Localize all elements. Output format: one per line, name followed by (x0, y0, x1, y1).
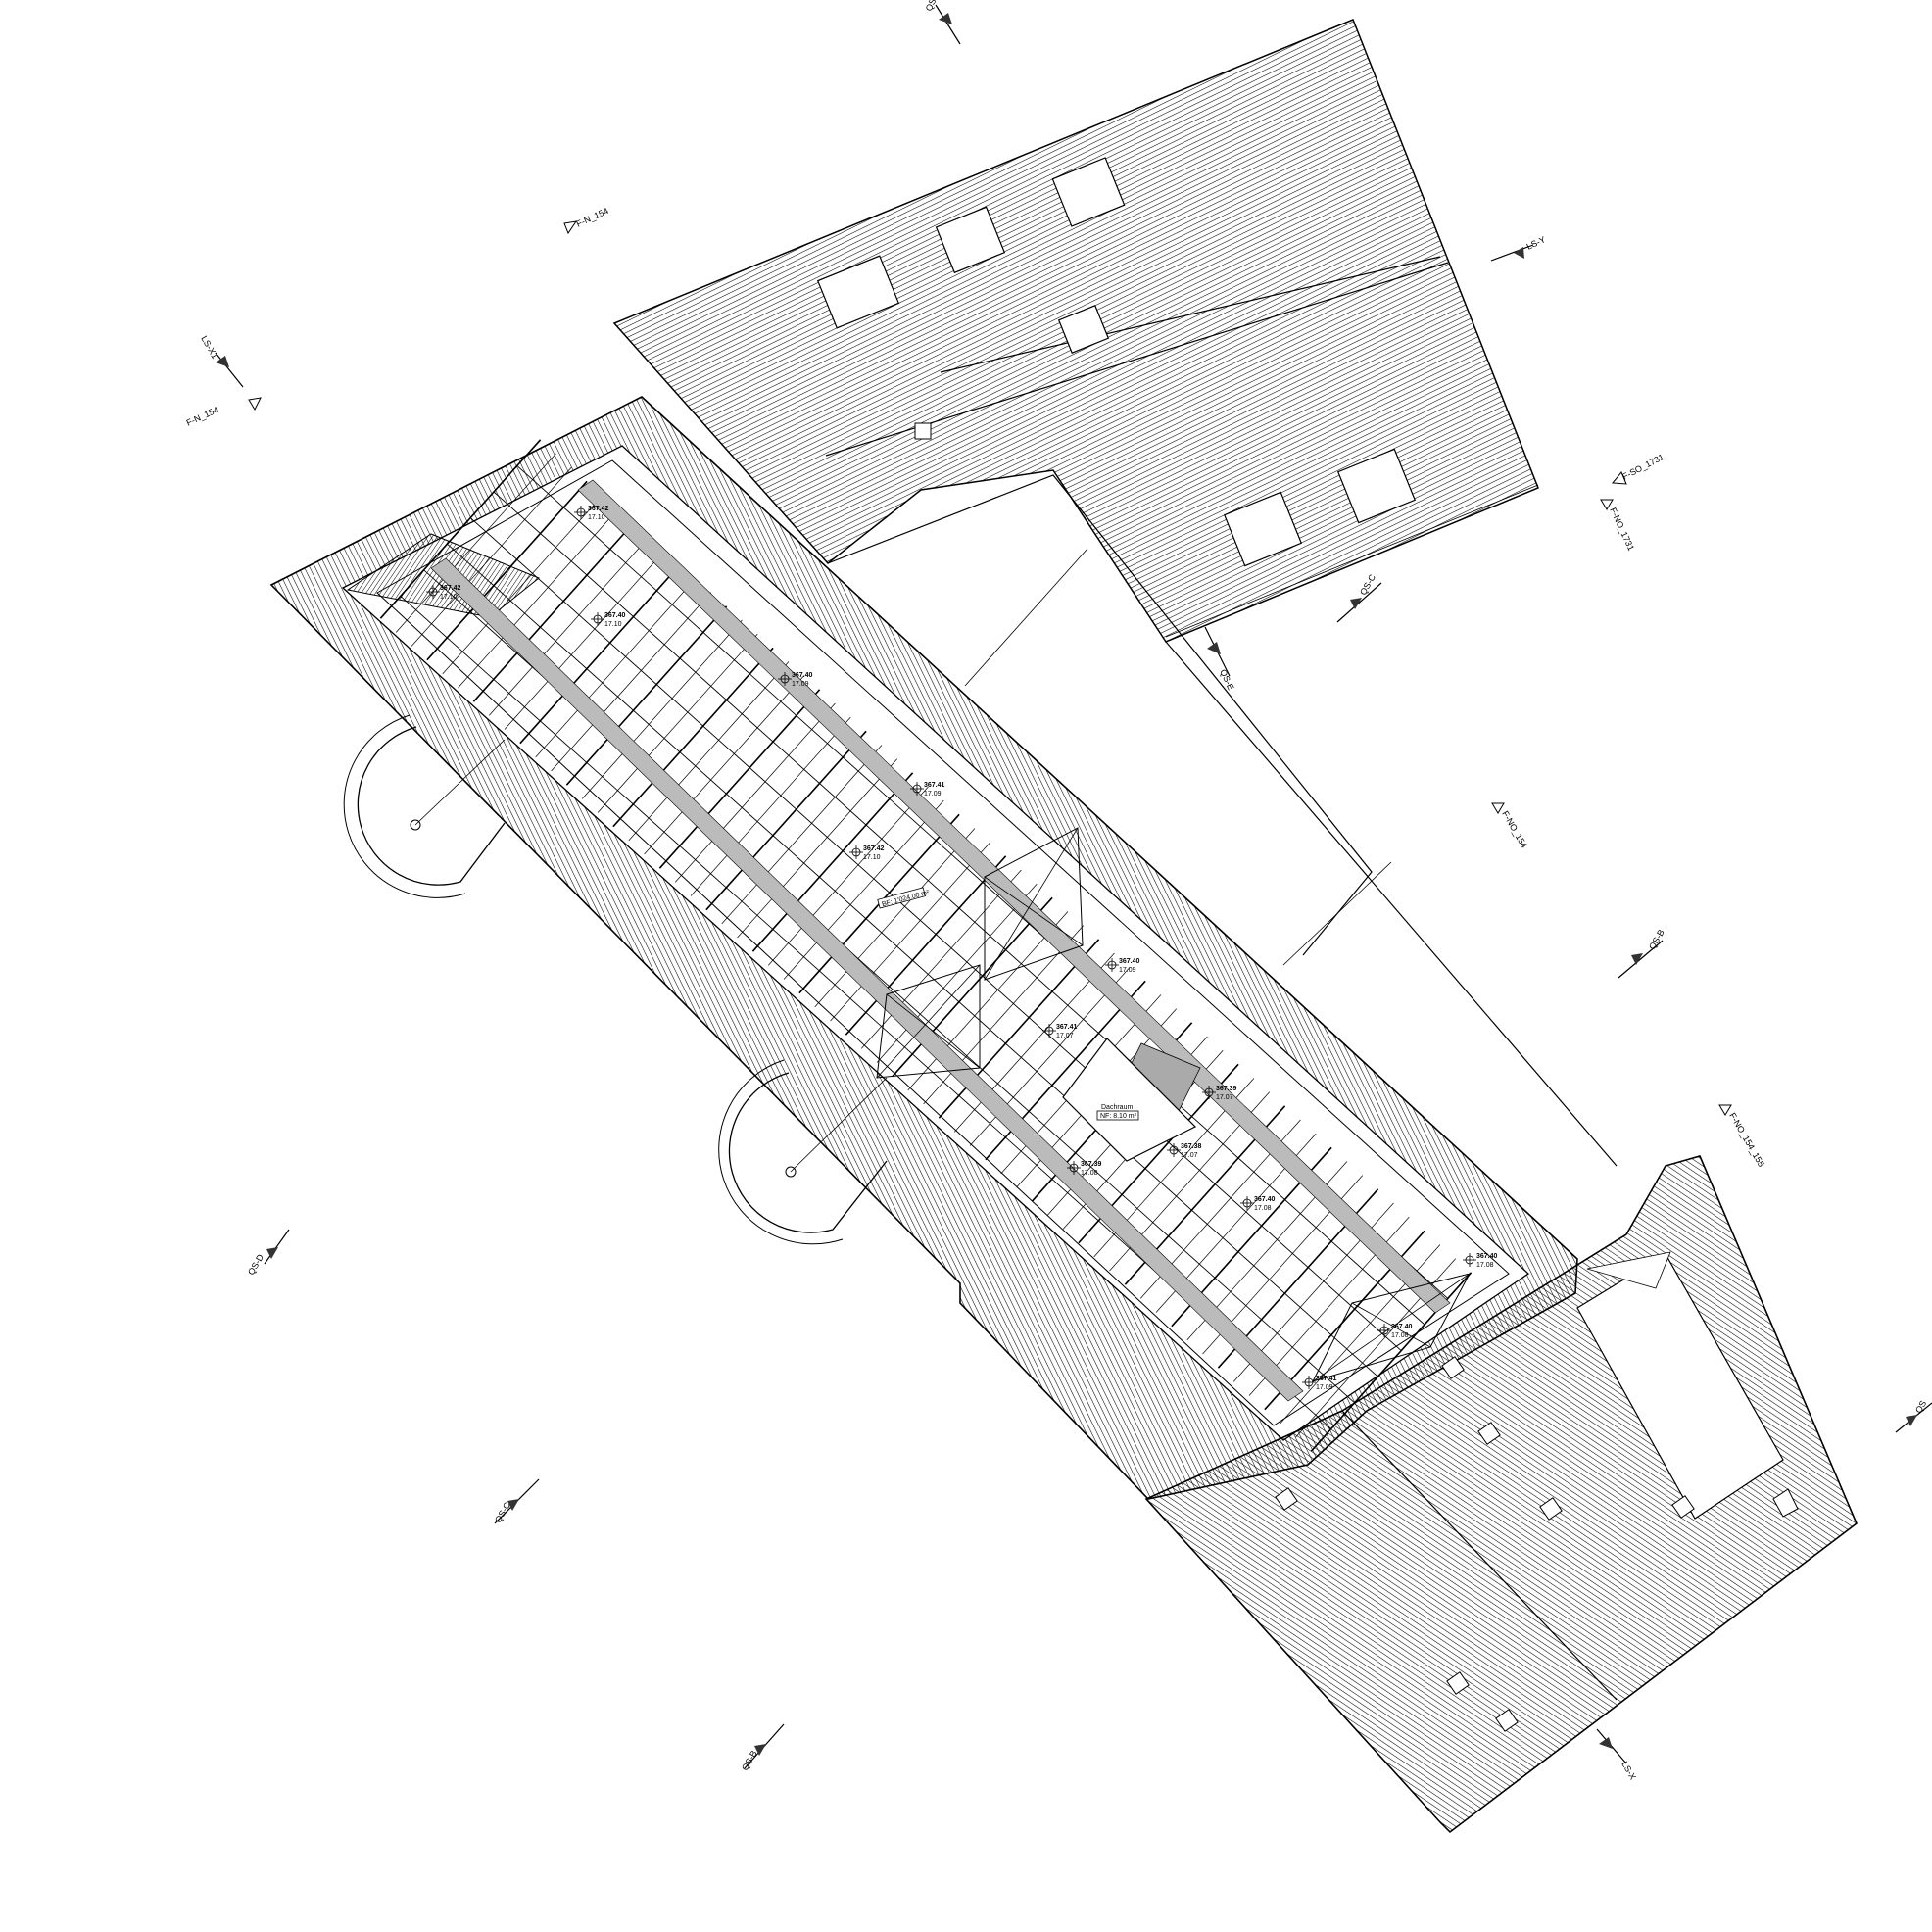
level-upper: 367.42 (588, 506, 609, 512)
courtyard-outline (827, 474, 1618, 1167)
section-marker: LS-Y (1490, 234, 1547, 262)
level-lower: 17.07 (1056, 1033, 1074, 1039)
level-upper: 367.40 (1391, 1324, 1413, 1330)
level-point: 367.40 17.09 (1105, 958, 1140, 974)
level-lower: 17.08 (1254, 1205, 1272, 1212)
level-point: 367.41 17.09 (910, 782, 945, 797)
level-upper: 367.41 (1056, 1024, 1078, 1031)
level-upper: 367.41 (1316, 1376, 1337, 1382)
level-point: 367.38 17.07 (1167, 1143, 1202, 1159)
view-marker: F-N_154 (563, 206, 610, 235)
level-upper: 367.41 (924, 782, 945, 789)
level-upper: 367.38 (1181, 1143, 1202, 1150)
level-upper: 367.40 (604, 612, 626, 619)
view-marker: F-NO_154_155 (1718, 1104, 1766, 1169)
level-upper: 367.42 (440, 585, 461, 592)
level-lower: 17.09 (1316, 1384, 1333, 1391)
roof-window (816, 157, 1417, 567)
level-lower: 17.10 (604, 621, 622, 628)
section-marker: QS (1895, 1399, 1932, 1433)
section-marker: QS-D (246, 1229, 290, 1277)
section-label: QS-E (1218, 668, 1235, 692)
level-upper: 367.40 (1476, 1253, 1498, 1260)
view-marker: F-NO_154 (1491, 802, 1529, 849)
section-marker: QS-C (1336, 572, 1382, 623)
section-label: QS (1913, 1399, 1928, 1415)
section-label: QS-B (1647, 928, 1666, 951)
room-name: Dachraum (1101, 1104, 1133, 1111)
southeast-building-roof (1144, 1155, 1858, 1834)
level-upper: 367.39 (1081, 1161, 1102, 1168)
level-lower: 17.07 (1216, 1094, 1233, 1101)
view-marker: F-SO_1731 (1612, 452, 1666, 485)
level-lower: 17.09 (792, 681, 809, 688)
level-upper: 367.40 (1119, 958, 1140, 965)
level-upper: 367.39 (1216, 1086, 1237, 1092)
section-label: LS-X1 (199, 334, 219, 361)
cross-braces (876, 827, 1471, 1382)
level-lower: 17.08 (1391, 1332, 1409, 1339)
stair-opening (718, 1059, 888, 1245)
level-point: 367.41 17.09 (1302, 1376, 1337, 1391)
section-label: LS-Y (1525, 234, 1547, 252)
section-marker: QS-E (924, 0, 961, 45)
level-lower: 17.10 (588, 514, 605, 521)
level-lower: 17.10 (863, 854, 881, 861)
level-point: 367.40 17.08 (1463, 1253, 1498, 1269)
level-point: 367.42 17.10 (849, 845, 885, 861)
rafter-grid (379, 439, 1473, 1452)
section-label: LS-X (1619, 1760, 1638, 1781)
view-label: F-NO_154 (1500, 809, 1529, 849)
stair-opening (343, 714, 506, 898)
level-point: 367.39 17.07 (1202, 1086, 1237, 1101)
room-tag: Dachraum NF: 8.10 m² (1096, 1104, 1139, 1121)
room-area: NF: 8.10 m² (1100, 1113, 1137, 1120)
section-marker: QS-B (1618, 928, 1666, 979)
view-label: F-NO_1731 (1608, 507, 1636, 553)
section-marker: QS-C (493, 1478, 540, 1524)
view-marker: F-NO_1731 (1600, 499, 1636, 553)
view-label: F-N_154 (575, 206, 610, 229)
level-lower: 17.09 (924, 791, 942, 797)
level-lower: 17.08 (1476, 1262, 1494, 1269)
section-label: QS-B (740, 1749, 759, 1772)
view-label: F-SO_1731 (1620, 452, 1666, 482)
level-lower: 17.07 (1181, 1152, 1198, 1159)
level-point: 367.40 17.09 (778, 672, 813, 688)
view-label: F-N_154 (185, 405, 220, 428)
level-point: 367.40 17.08 (1377, 1324, 1413, 1339)
level-point: 367.40 17.08 (1240, 1196, 1276, 1212)
level-lower: 17.08 (1081, 1170, 1098, 1177)
level-point: 367.42 17.10 (574, 506, 609, 521)
level-point: 367.39 17.08 (1067, 1161, 1102, 1177)
level-lower: 17.10 (440, 594, 458, 601)
level-point: 367.40 17.10 (591, 612, 626, 628)
level-upper: 367.40 (1254, 1196, 1276, 1203)
roof-opening (1062, 1038, 1197, 1162)
section-marker: LS-X1 (199, 334, 244, 388)
level-point: 367.41 17.07 (1042, 1024, 1078, 1039)
section-label: QS-C (1358, 572, 1377, 597)
section-marker: LS-X (1596, 1728, 1638, 1781)
view-marker: F-N_154 (185, 397, 262, 428)
section-marker: QS-B (740, 1723, 785, 1772)
level-lower: 17.09 (1119, 967, 1136, 974)
roof-window (1275, 1356, 1695, 1732)
level-point: 367.42 17.10 (426, 585, 461, 601)
level-upper: 367.40 (792, 672, 813, 679)
section-label: QS-D (246, 1252, 266, 1277)
level-upper: 367.42 (863, 845, 885, 852)
section-marker: QS-E (1204, 626, 1236, 692)
view-label: F-NO_154_155 (1727, 1111, 1766, 1169)
north-building-roof (612, 19, 1539, 643)
